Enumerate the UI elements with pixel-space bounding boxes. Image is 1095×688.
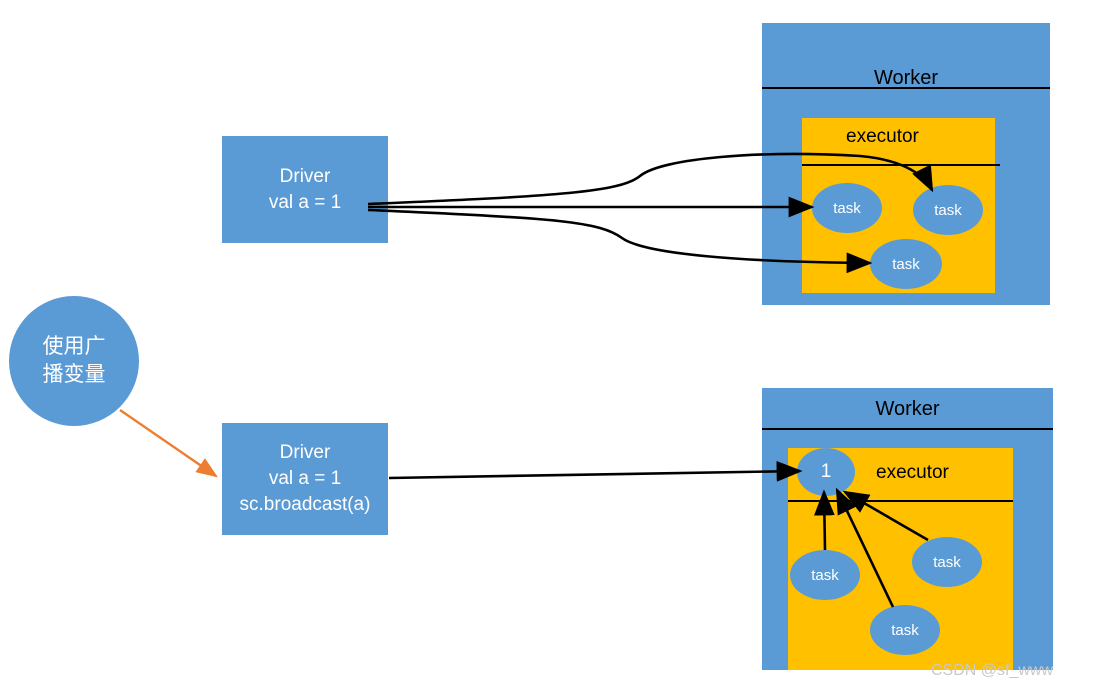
task-label: task <box>811 566 839 584</box>
arrow-driver-to-task-top-3 <box>367 208 873 274</box>
arrow-driver-to-broadcast-value <box>388 460 803 482</box>
driver-broadcast-line: sc.broadcast(a) <box>239 494 371 515</box>
task-ellipse-bottom-2: task <box>912 537 982 587</box>
arrow-task-bottom-2-to-value <box>842 490 929 542</box>
task-ellipse-bottom-3: task <box>870 605 940 655</box>
task-ellipse-top-2: task <box>913 185 983 235</box>
task-label: task <box>892 255 920 273</box>
arrow-note-to-driver <box>119 409 218 478</box>
worker-title-top: Worker <box>873 67 939 89</box>
executor-label-top: executor <box>846 126 919 147</box>
driver-title: Driver <box>279 165 331 187</box>
task-ellipse-top-1: task <box>812 183 882 233</box>
executor-divider-bottom <box>788 500 1013 502</box>
worker-divider-top <box>762 87 1050 89</box>
task-label: task <box>891 621 919 639</box>
task-ellipse-top-3: task <box>870 239 942 289</box>
executor-label-bottom: executor <box>876 462 949 483</box>
watermark-text: CSDN @sf_www <box>931 662 1054 679</box>
arrow-driver-to-task-top-2 <box>367 152 934 206</box>
task-label: task <box>933 553 961 571</box>
driver-code-line: val a = 1 <box>268 468 342 489</box>
driver-code-line: val a = 1 <box>268 191 342 213</box>
driver-box-top: Driver val a = 1 <box>222 136 388 243</box>
note-line-2: 播变量 <box>42 363 106 386</box>
task-ellipse-bottom-1: task <box>790 550 860 600</box>
worker-title-bottom: Worker <box>875 398 940 420</box>
task-label: task <box>833 199 861 217</box>
task-label: task <box>934 201 962 219</box>
driver-title: Driver <box>279 442 331 463</box>
worker-divider-bottom <box>762 428 1053 430</box>
arrow-task-bottom-3-to-value <box>835 487 895 608</box>
note-line-1: 使用广 <box>42 335 106 358</box>
note-circle-broadcast: 使用广 播变量 <box>9 296 139 426</box>
broadcast-value-label: 1 <box>820 461 832 482</box>
arrow-task-bottom-1-to-value <box>814 489 835 551</box>
driver-box-bottom: Driver val a = 1 sc.broadcast(a) <box>222 423 388 535</box>
